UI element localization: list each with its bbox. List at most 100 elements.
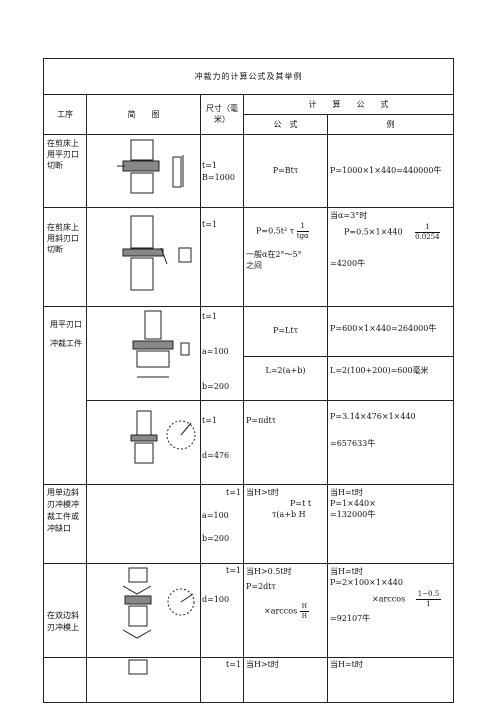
example-cell: P=600×1×440=264000牛 L=2(100+200)=600毫米 bbox=[326, 305, 455, 402]
dim-line: t=1 bbox=[202, 160, 218, 170]
dim-line: t=1 bbox=[225, 487, 241, 497]
process-cell: 用单边斜刃冲模冲裁工件或冲缺口 bbox=[43, 483, 87, 564]
example-result: =132000牛 bbox=[330, 509, 376, 519]
size-cell: t=1 bbox=[200, 207, 244, 307]
formula-text-2: τ(a+b H bbox=[272, 509, 306, 519]
formula-cell: 当H>t时 bbox=[243, 656, 328, 703]
table-row: t=1 d=476 P=πdtτ P=3.14×476×1×440 =65763… bbox=[44, 400, 455, 485]
dim-line: t=1 bbox=[225, 659, 241, 669]
process-cell: 在剪床上用斜刃口切断 bbox=[43, 207, 87, 307]
example-text: P=2×100×1×440 bbox=[330, 577, 403, 587]
table-row: 在双边斜刃冲模上 t=1 d=100 当H>0.5t时 P=2dtτ ×arcc… bbox=[43, 562, 455, 658]
header-sketch: 简 图 bbox=[86, 94, 201, 135]
header-example: 例 bbox=[326, 113, 455, 135]
table-row: 在剪床上用平刃口切断 t=1 B=1000 P=Btτ P=1000×1×440… bbox=[43, 133, 455, 209]
formula-text-2: L=2(a+b) bbox=[265, 365, 306, 375]
sketch-cell bbox=[86, 207, 201, 307]
example-text: P=3.14×476×1×440 bbox=[330, 412, 416, 422]
formula-text: P=t t bbox=[290, 498, 312, 508]
dim-line: d=100 bbox=[202, 594, 230, 604]
formula-condition: 当H>t时 bbox=[246, 487, 279, 497]
header-process: 工序 bbox=[43, 94, 87, 135]
punching-force-table: 冲裁力的计算公式及其举例 工序 简 图 尺寸（毫米） 计 算 公 式 公 式 例… bbox=[42, 57, 455, 703]
process-cell bbox=[43, 656, 87, 703]
example-text-2: =657633牛 bbox=[330, 439, 376, 449]
table-row: 用平刃口冲裁工件 t=1 a=100 b=200 P=Ltτ L=2(a+b) … bbox=[43, 305, 455, 485]
formula-den: tgα bbox=[296, 232, 309, 241]
dim-line: d=476 bbox=[202, 451, 230, 461]
formula-frac-num: H bbox=[299, 602, 309, 612]
dim-line: b=200 bbox=[202, 381, 230, 391]
round-punch-diagram bbox=[130, 410, 196, 464]
example-condition: 当α=3°时 bbox=[330, 211, 368, 221]
dim-line: b=200 bbox=[202, 533, 230, 543]
example-cell: P=3.14×476×1×440 =657633牛 bbox=[326, 400, 455, 485]
process-cell: 用平刃口冲裁工件 bbox=[43, 305, 87, 485]
flat-punch-diagram bbox=[132, 310, 190, 378]
formula-note: 一般α在2°～5°之间 bbox=[246, 250, 302, 271]
formula-condition: 当H>0.5t时 bbox=[246, 566, 292, 576]
sketch-cell bbox=[86, 562, 201, 658]
dim-line: a=100 bbox=[202, 346, 229, 356]
example-condition: 当H=t时 bbox=[330, 487, 363, 497]
table-row: t=1 当H>t时 当H=t时 bbox=[43, 656, 455, 703]
formula-cell: 当H>t时 P=t t τ(a+b H bbox=[243, 483, 328, 564]
example-cell: 当H=t时 bbox=[326, 656, 455, 703]
example-text-2: L=2(100+200)=600毫米 bbox=[330, 365, 429, 375]
double-bevel-die-diagram bbox=[122, 567, 195, 639]
formula-cell: P=Btτ bbox=[243, 133, 328, 209]
header-calc: 计 算 公 式 bbox=[242, 94, 455, 115]
example-text: P=1×440× bbox=[330, 498, 376, 508]
sketch-cell bbox=[86, 483, 201, 564]
sketch-cell bbox=[86, 305, 201, 402]
example-num: 1 bbox=[415, 223, 440, 234]
formula-cell: P=Ltτ L=2(a+b) bbox=[243, 305, 328, 402]
sketch-cell bbox=[86, 400, 201, 485]
dim-line: t=1 bbox=[202, 311, 218, 321]
dim-line: B=1000 bbox=[202, 172, 235, 182]
formula-frac-den: H bbox=[301, 612, 307, 620]
example-text: P=0.5×1×440 bbox=[344, 227, 403, 237]
process-cell: 在剪床上用平刃口切断 bbox=[43, 133, 87, 209]
size-cell: t=1 bbox=[200, 656, 244, 703]
example-den: 0.0254 bbox=[415, 233, 440, 242]
example-frac-num: 1−0.5 bbox=[415, 589, 442, 600]
table-row: 用单边斜刃冲模冲裁工件或冲缺口 t=1 a=100 b=200 当H>t时 P=… bbox=[43, 483, 455, 564]
process-cell: 在双边斜刃冲模上 bbox=[43, 562, 87, 658]
header-formula: 公 式 bbox=[243, 113, 328, 135]
sketch-cell bbox=[86, 656, 201, 703]
dim-line: a=100 bbox=[202, 510, 229, 520]
flat-shear-diagram bbox=[117, 139, 184, 194]
formula-cell: P=πdtτ bbox=[243, 400, 328, 485]
size-cell: t=1 d=100 bbox=[200, 562, 244, 658]
bevel-die-diagram-partial bbox=[128, 659, 148, 675]
formula-arccos: ×arccos bbox=[264, 606, 298, 616]
size-cell: t=1 a=100 b=200 bbox=[200, 483, 244, 564]
size-cell: t=1 a=100 b=200 bbox=[200, 305, 244, 402]
dim-line: t=1 bbox=[202, 220, 218, 230]
formula-text: P=2dtτ bbox=[246, 581, 276, 591]
dim-line: t=1 bbox=[202, 416, 218, 426]
example-condition: 当H=t时 bbox=[330, 566, 363, 576]
example-result: =92107牛 bbox=[330, 613, 371, 623]
header-size: 尺寸（毫米） bbox=[200, 94, 244, 135]
example-cell: 当H=t时 P=1×440× =132000牛 bbox=[326, 483, 455, 564]
example-result: =4200牛 bbox=[330, 259, 366, 269]
inclined-shear-diagram bbox=[122, 215, 192, 291]
table-title: 冲裁力的计算公式及其举例 bbox=[42, 57, 455, 96]
formula-text: P=0.5t² τ bbox=[256, 226, 295, 236]
example-frac-den: 1 bbox=[426, 599, 431, 608]
dim-line: t=1 bbox=[225, 565, 241, 575]
sketch-cell bbox=[86, 133, 201, 209]
size-cell: t=1 B=1000 bbox=[200, 133, 244, 209]
size-cell: t=1 d=476 bbox=[200, 400, 244, 485]
example-text: P=600×1×440=264000牛 bbox=[328, 307, 453, 357]
example-arccos: ×arccos bbox=[372, 594, 406, 604]
formula-text: P=Ltτ bbox=[244, 307, 327, 357]
formula-num: 1 bbox=[296, 222, 309, 233]
